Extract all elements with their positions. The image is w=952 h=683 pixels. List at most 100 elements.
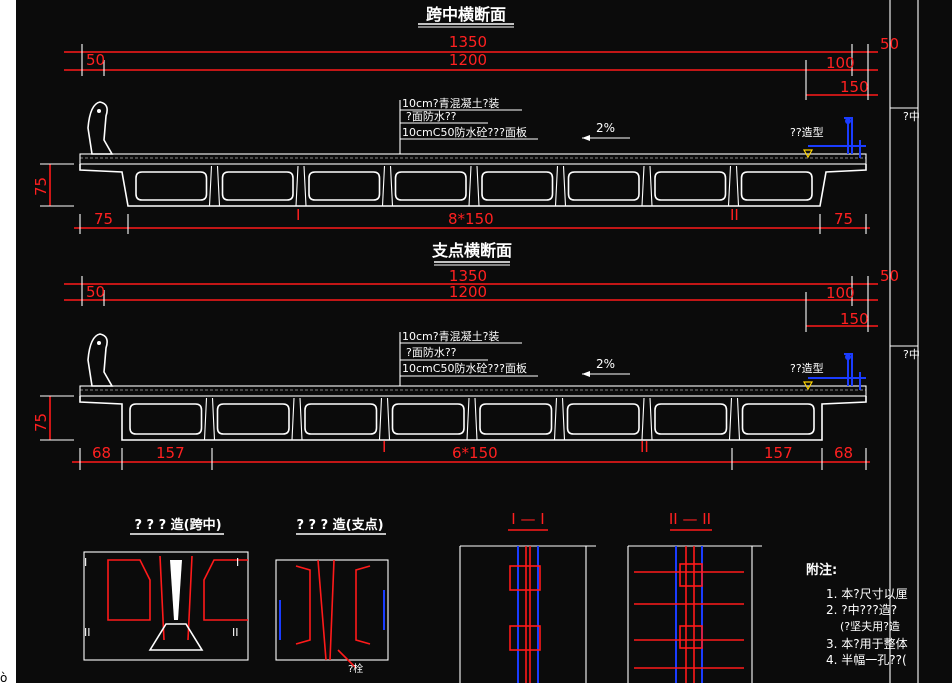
- rail-label: ??造型: [790, 125, 824, 139]
- dim-label: 75: [834, 210, 853, 228]
- dim-label: 100: [826, 284, 855, 302]
- layer-label: ?面防水??: [406, 345, 457, 359]
- dim-label: 100: [826, 54, 855, 72]
- girder-cell: [308, 171, 381, 201]
- midspan-bottom-dimensions: 75 8*150 75 I II: [74, 206, 870, 234]
- dim-label: 50: [880, 35, 899, 53]
- support-pavement-callout: 10cm?青混凝土?装 ?面防水?? 10cmC50防水砼???面板 2% ??…: [399, 329, 920, 391]
- rail-label: ??造型: [790, 361, 824, 375]
- girder-joint: [378, 397, 391, 441]
- layer-label: 10cmC50防水砼???面板: [402, 125, 527, 139]
- detail-title: I — I: [511, 510, 544, 528]
- notes: 附注: 1. 本?尺寸以厘 2. ?中???造? (?坚夫用?造 3. 本?用于…: [806, 562, 908, 667]
- dim-label: 68: [92, 444, 111, 462]
- dim-label: 150: [840, 78, 869, 96]
- girder-joint: [641, 165, 653, 207]
- girder-joint: [727, 165, 740, 207]
- girder-cell: [479, 403, 553, 435]
- midspan-top-dimensions: 1350 50 1200 50 100 150: [64, 33, 899, 100]
- dim-label: 6*150: [452, 444, 498, 462]
- girder-cell: [740, 171, 813, 201]
- girder-cell: [566, 403, 640, 435]
- detail-section-I: I — I: [459, 510, 596, 683]
- dim-label: 1200: [449, 51, 487, 69]
- detail-mark: II: [232, 626, 239, 639]
- dim-label: 75: [32, 413, 50, 432]
- detail-title: II — II: [669, 510, 711, 528]
- girder-cell: [741, 403, 815, 435]
- dim-label: 150: [840, 310, 869, 328]
- note-item: 4. 半幅一孔??(: [826, 652, 907, 667]
- midspan-section: 跨中横断面 1350 50 1200 50 100 150: [32, 5, 920, 234]
- girder-joint: [641, 397, 653, 441]
- girder-joint: [291, 397, 303, 441]
- girder-joint: [553, 397, 566, 441]
- support-height-dim: 75: [32, 395, 74, 441]
- dim-label: 68: [834, 444, 853, 462]
- midspan-pavement-callout: 10cm?青混凝土?装 ?面防水?? 10cmC50防水砼???面板 2% ??…: [399, 96, 920, 159]
- girder-cell: [391, 403, 465, 435]
- dim-label: 50: [86, 51, 105, 69]
- girder-joint: [468, 165, 480, 207]
- girder-cell: [216, 403, 290, 435]
- note-item: 3. 本?用于整体: [826, 636, 908, 651]
- layer-label: ?面防水??: [406, 109, 457, 123]
- section-mark: I: [382, 438, 386, 456]
- girder-cell: [481, 171, 554, 201]
- section-mark: II: [730, 206, 739, 224]
- dim-label: 75: [94, 210, 113, 228]
- girder-cell: [221, 171, 294, 201]
- slope-label: 2%: [596, 121, 615, 135]
- detail-title: ? ? ? 造(支点): [296, 517, 383, 533]
- dim-label: 1200: [449, 283, 487, 301]
- girder-cell: [654, 403, 728, 435]
- girder-joint: [728, 397, 741, 441]
- detail-title: ? ? ? 造(跨中): [134, 517, 221, 533]
- notes-heading: 附注:: [806, 562, 837, 578]
- girder-joint: [208, 165, 221, 207]
- dim-label: 1350: [449, 33, 487, 51]
- section-mark: II: [640, 438, 649, 456]
- dim-label: 157: [156, 444, 185, 462]
- section-mark: I: [296, 206, 300, 224]
- detail-joint-midspan: ? ? ? 造(跨中) I II I II: [83, 517, 249, 661]
- layer-label: 10cm?青混凝土?装: [402, 96, 499, 110]
- detail-mark: I: [84, 556, 87, 569]
- detail-mark: II: [84, 626, 91, 639]
- slope-label: 2%: [596, 357, 615, 371]
- support-title: 支点横断面: [431, 241, 512, 260]
- detail-mark: I: [236, 556, 239, 569]
- layer-label: 10cm?青混凝土?装: [402, 329, 499, 343]
- girder-joint: [381, 165, 394, 207]
- note-item: (?坚夫用?造: [840, 619, 900, 633]
- dim-label: 8*150: [448, 210, 494, 228]
- dim-label: 50: [86, 283, 105, 301]
- right-label: ?中: [903, 348, 920, 361]
- support-top-dimensions: 1350 50 1200 50 100 150: [64, 267, 899, 332]
- girder-cell: [654, 171, 727, 201]
- girder-cell: [394, 171, 467, 201]
- dim-label: 50: [880, 267, 899, 285]
- right-label: ?中: [903, 110, 920, 123]
- anchor-label: ?栓: [348, 662, 363, 675]
- girder-cell: [304, 403, 378, 435]
- detail-joint-support: ? ? ? 造(支点) ?栓: [275, 517, 389, 675]
- girder-joint: [554, 165, 567, 207]
- girder-cell: [567, 171, 640, 201]
- dim-label: 1350: [449, 267, 487, 285]
- corner-mark: ὸ: [0, 671, 7, 683]
- girder-cell: [129, 403, 203, 435]
- dim-label: 75: [32, 177, 50, 196]
- support-girders: [129, 397, 815, 441]
- girder-joint: [466, 397, 478, 441]
- girder-joint: [295, 165, 307, 207]
- layer-label: 10cmC50防水砼???面板: [402, 361, 527, 375]
- midspan-girders: [135, 165, 813, 207]
- girder-joint: [203, 397, 216, 441]
- girder-cell: [135, 171, 208, 201]
- detail-section-II: II — II: [627, 510, 762, 683]
- note-item: 1. 本?尺寸以厘: [826, 587, 908, 601]
- support-bottom-dimensions: 68 157 6*150 157 68 I II: [72, 438, 870, 470]
- midspan-height-dim: 75: [32, 163, 74, 207]
